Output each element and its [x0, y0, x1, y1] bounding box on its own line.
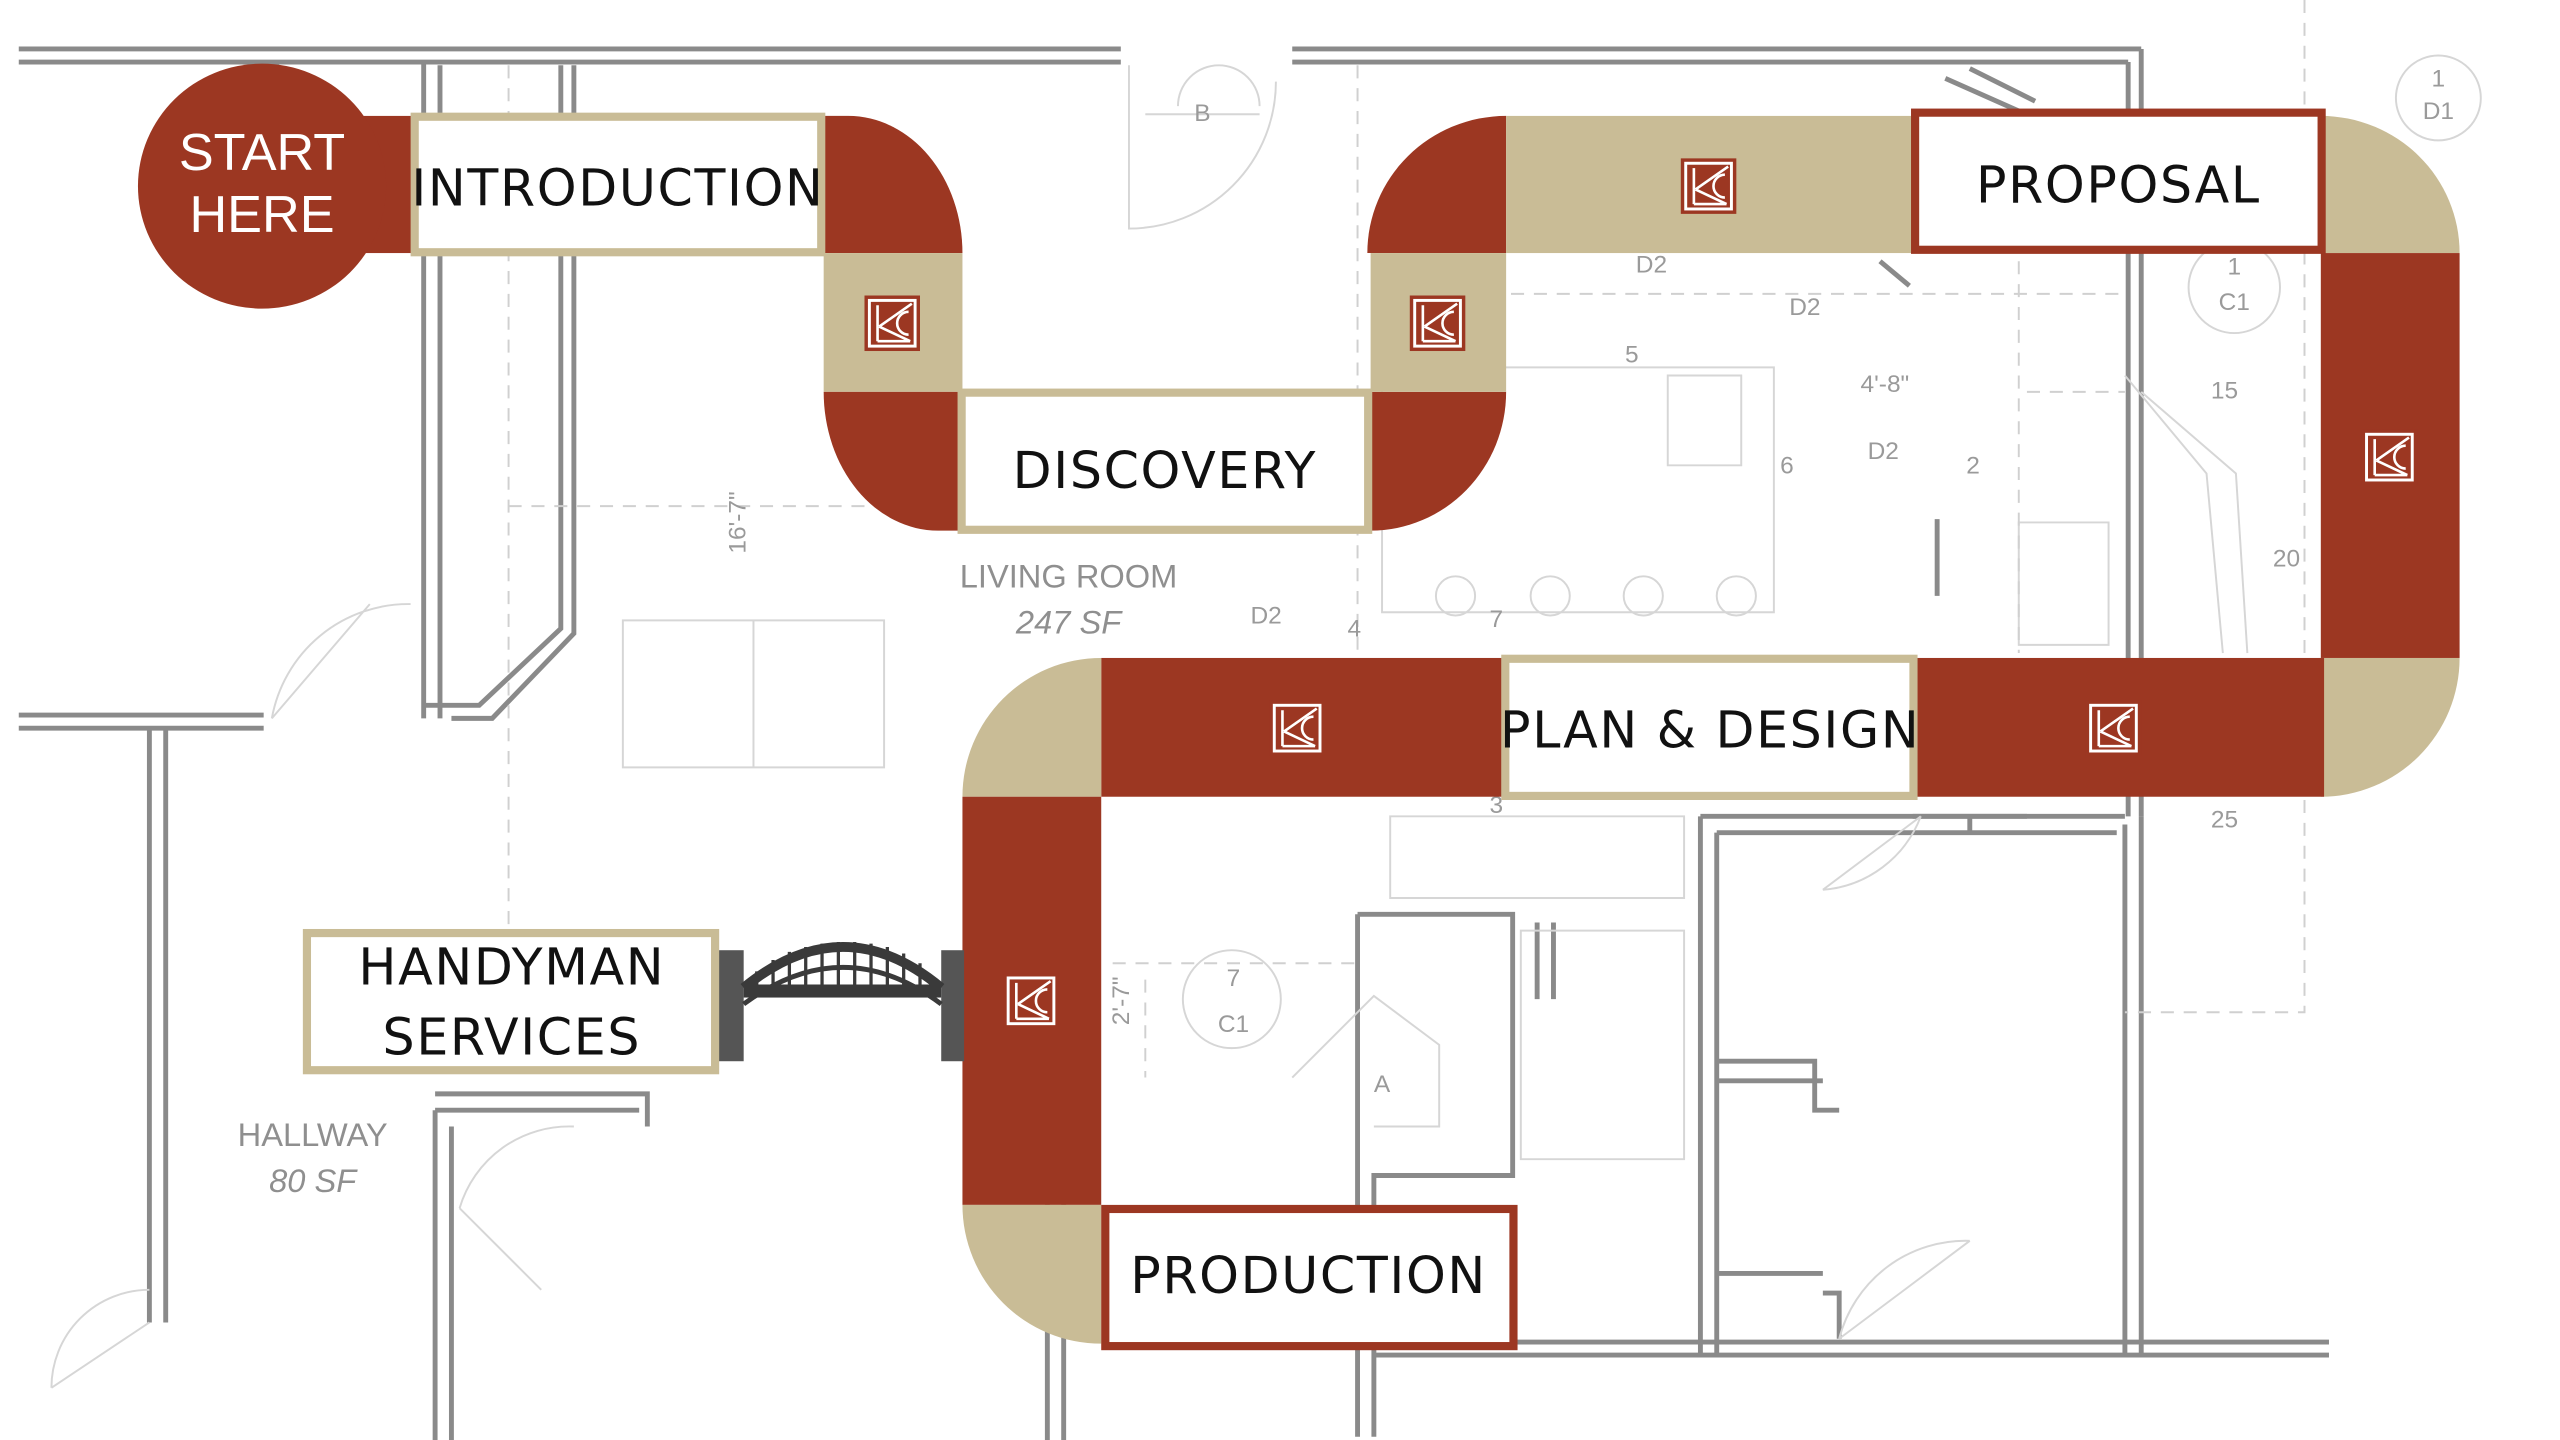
step-label: PROPOSAL: [1976, 155, 2261, 214]
step-discovery[interactable]: DISCOVERY: [957, 388, 1373, 534]
start-label-line1: START: [179, 124, 345, 182]
plan-tag: D2: [1250, 603, 1281, 630]
plan-tag: 4: [1347, 616, 1361, 643]
plan-tag: D2: [1636, 252, 1667, 279]
bridge-icon: [717, 942, 965, 1062]
plan-tag: D2: [1789, 294, 1820, 321]
step-label: INTRODUCTION: [411, 159, 824, 218]
plan-tag: 2: [1966, 452, 1980, 479]
step-handyman-services[interactable]: HANDYMAN SERVICES: [302, 928, 720, 1075]
kc-logo-icon: [863, 294, 922, 353]
room-label-living-room: LIVING ROOM: [960, 558, 1178, 595]
dimension-label: 4'-8": [1861, 371, 1910, 398]
plan-tag: 15: [2211, 377, 2238, 404]
kc-logo-icon: [1267, 698, 1327, 758]
room-label-hallway: HALLWAY: [238, 1116, 388, 1153]
step-label-line1: HANDYMAN: [358, 937, 665, 996]
kc-logo-icon: [2360, 427, 2419, 487]
step-plan-design[interactable]: PLAN & DESIGN: [1500, 654, 1920, 800]
plan-tag: 1: [2432, 66, 2446, 93]
kc-logo-icon: [2084, 698, 2143, 758]
start-label-line2: HERE: [189, 186, 334, 244]
roadmap-path: START HERE: [137, 63, 2460, 1344]
room-area-living-room: 247 SF: [1015, 603, 1123, 640]
plan-tag: D2: [1868, 438, 1899, 465]
plan-tag: 7: [1227, 965, 1241, 992]
plan-tag: 3: [1490, 792, 1504, 819]
step-production[interactable]: PRODUCTION: [1101, 1204, 1518, 1351]
plan-tag: 5: [1625, 341, 1639, 368]
kc-logo-icon: [1679, 156, 1738, 216]
dimension-label: 16'-7": [724, 491, 751, 553]
plan-tag: D1: [2423, 98, 2454, 125]
step-introduction[interactable]: INTRODUCTION: [410, 112, 826, 257]
plan-tag: C1: [1218, 1011, 1249, 1038]
dimension-label: 2'-7": [1108, 976, 1135, 1025]
step-label-line2: SERVICES: [383, 1008, 642, 1067]
plan-tag: 25: [2211, 807, 2238, 834]
plan-tag: 6: [1780, 452, 1794, 479]
kc-logo-icon: [1408, 294, 1467, 353]
step-label: DISCOVERY: [1013, 441, 1317, 500]
kc-logo-icon: [1001, 971, 1061, 1031]
step-label: PRODUCTION: [1130, 1246, 1487, 1305]
plan-tag: B: [1194, 100, 1210, 127]
step-label: PLAN & DESIGN: [1500, 701, 1920, 760]
step-proposal[interactable]: PROPOSAL: [1911, 108, 2326, 254]
plan-tag: A: [1374, 1071, 1391, 1098]
room-area-hallway: 80 SF: [269, 1162, 358, 1199]
plan-tag: 7: [1490, 606, 1504, 633]
plan-tag: 1: [2227, 253, 2241, 280]
plan-tag: C1: [2219, 289, 2250, 316]
plan-tag: 20: [2273, 546, 2300, 573]
start-here-badge[interactable]: START HERE: [137, 63, 387, 309]
